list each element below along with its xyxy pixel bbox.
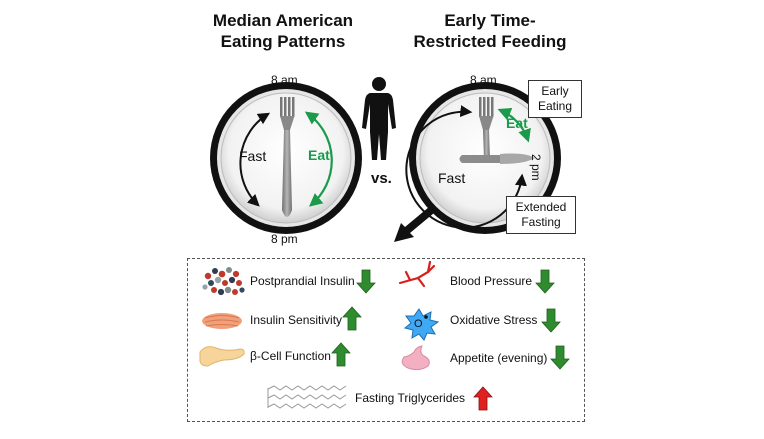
right-time-right: 2 pm — [529, 154, 543, 181]
muscle-icon — [202, 313, 242, 329]
left-fork-icon — [280, 97, 295, 217]
left-eat-label: Eat — [308, 147, 330, 163]
right-title: Early Time- Restricted Feeding — [405, 10, 575, 52]
left-fast-label: Fast — [239, 148, 267, 164]
left-eat-arrow — [304, 111, 333, 207]
left-title-line1: Median American — [212, 11, 354, 30]
extended-fasting-line1: Extended — [515, 200, 567, 214]
vs-label: vs. — [371, 170, 392, 187]
effect-blood-pressure: Blood Pressure — [450, 274, 533, 288]
right-eat-label: Eat — [506, 115, 528, 131]
left-fast-arrow — [239, 112, 271, 207]
right-title-line2: Restricted Feeding — [413, 32, 567, 51]
right-fast-label: Fast — [438, 170, 466, 186]
left-title: Median American Eating Patterns — [198, 10, 368, 52]
right-time-top: 8 am — [470, 73, 497, 87]
insulin-sensitivity-up-arrow — [342, 306, 362, 331]
right-fast-arrow — [405, 105, 527, 229]
effect-oxidative-stress: Oxidative Stress — [450, 313, 538, 327]
postprandial-insulin-down-arrow — [356, 269, 376, 294]
oxidative-stress-icon: O — [403, 308, 440, 341]
left-plate — [210, 82, 362, 234]
extended-fasting-line2: Fasting — [521, 215, 561, 229]
svg-text:O: O — [414, 318, 423, 330]
stomach-icon — [401, 345, 430, 371]
diagonal-arrow-icon — [394, 207, 434, 242]
left-time-bottom: 8 pm — [271, 232, 298, 246]
right-title-line1: Early Time- — [444, 11, 536, 30]
effect-beta-cell-function: β-Cell Function — [250, 349, 331, 363]
early-eating-box: Early Eating — [528, 80, 582, 118]
right-plate — [405, 82, 561, 234]
person-silhouette-icon — [362, 77, 396, 160]
effects-panel — [187, 258, 585, 422]
blood-vessel-icon — [398, 260, 436, 288]
insulin-molecule-icon — [202, 267, 245, 296]
extended-fasting-box: Extended Fasting — [506, 196, 576, 234]
blood-pressure-down-arrow — [535, 269, 555, 294]
left-title-line2: Eating Patterns — [220, 32, 346, 51]
left-time-top: 8 am — [271, 73, 298, 87]
pancreas-icon — [199, 346, 245, 367]
effect-appetite-evening: Appetite (evening) — [450, 351, 548, 365]
triglyceride-icon — [267, 385, 347, 409]
triglycerides-up-arrow — [473, 386, 493, 411]
oxidative-stress-down-arrow — [541, 308, 561, 333]
early-eating-line1: Early — [541, 84, 569, 98]
early-eating-line2: Eating — [537, 99, 573, 113]
appetite-down-arrow — [550, 345, 570, 370]
effect-insulin-sensitivity: Insulin Sensitivity — [250, 313, 343, 327]
effect-postprandial-insulin: Postprandial Insulin — [250, 274, 355, 288]
effect-fasting-triglycerides: Fasting Triglycerides — [355, 391, 466, 405]
beta-cell-up-arrow — [331, 342, 351, 367]
